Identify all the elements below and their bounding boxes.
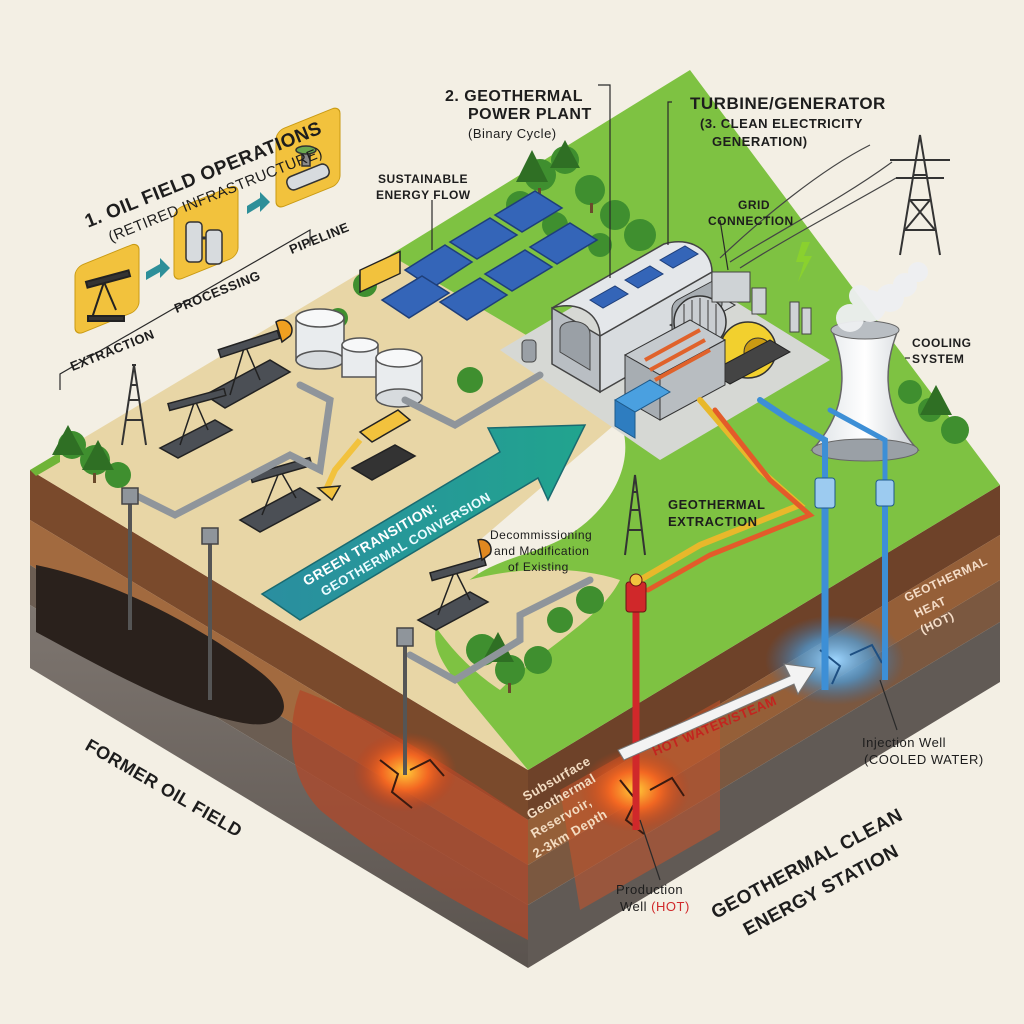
- solar-panel: [483, 249, 554, 292]
- cooling-label-2: SYSTEM: [912, 352, 965, 366]
- grid-label-1: GRID: [738, 198, 770, 212]
- solar-panel: [438, 277, 509, 321]
- production-hot-tag: (HOT): [651, 899, 690, 914]
- lightning-icon: [796, 242, 812, 282]
- oil-derrick: [624, 474, 646, 556]
- oil-derrick: [121, 364, 147, 446]
- production-well-word: Well: [620, 899, 648, 914]
- geothermal-pipes: [637, 397, 888, 593]
- pumpjack: [158, 387, 234, 459]
- transformers: [711, 271, 812, 335]
- power-plant-title-2: POWER PLANT: [468, 106, 592, 123]
- pumpjack: [238, 456, 322, 533]
- decommissioning-label-3: of Existing: [508, 560, 569, 574]
- transition-arrow: [260, 424, 587, 621]
- hot-water-arrow: [617, 663, 816, 761]
- cold-pipe: [757, 397, 828, 493]
- transmission-tower: [890, 134, 950, 256]
- oil-ops-icon-row: [74, 107, 341, 334]
- cooling-tower: [810, 262, 928, 462]
- oil-pipelines: [131, 371, 594, 685]
- turbine-subtitle-1: (3. CLEAN ELECTRICITY: [700, 116, 863, 131]
- injection-well-label: Injection Well: [862, 735, 947, 750]
- right-face-bedrock: [528, 622, 1000, 968]
- decommissioning-label-1: Decommissioning: [490, 528, 593, 542]
- solar-array: [380, 190, 599, 321]
- old-well-casing: [128, 500, 407, 775]
- turbine-subtitle-2: GENERATION): [712, 134, 808, 149]
- production-well: [625, 573, 647, 830]
- hot-pipe-red: [645, 407, 815, 593]
- steam-plume: [836, 262, 928, 332]
- cold-pipe-2: [827, 407, 888, 493]
- oil-field-equipment: [121, 250, 646, 775]
- arrow-right-icon: [146, 258, 170, 280]
- heat-exchanger: [614, 319, 727, 439]
- storage-tank: [295, 308, 345, 370]
- excavator: [316, 250, 417, 502]
- oil-deposit: [36, 565, 284, 725]
- processing-icon-box: [173, 185, 239, 280]
- geothermal-extraction-1: GEOTHERMAL: [668, 497, 766, 512]
- reservoir-zone: [291, 690, 528, 940]
- grid-label-2: CONNECTION: [708, 214, 794, 228]
- grass-edge-left: [30, 452, 60, 476]
- production-well-label: Production: [616, 882, 684, 897]
- geothermal-extraction-2: EXTRACTION: [668, 514, 758, 529]
- sustainable-label-2: ENERGY FLOW: [376, 188, 471, 202]
- injection-well: [814, 477, 895, 690]
- arrow-right-icon: [247, 192, 270, 214]
- power-plant: [521, 241, 812, 439]
- power-plant-subtitle: (Binary Cycle): [468, 126, 557, 141]
- left-face-bedrock: [30, 605, 528, 968]
- pipeline-icon-box: [275, 107, 341, 208]
- injection-well-sublabel: (COOLED WATER): [864, 752, 984, 767]
- storage-tank: [341, 337, 379, 378]
- power-plant-title-1: 2. GEOTHERMAL: [445, 88, 584, 105]
- processing-tanks-icon: [185, 221, 223, 265]
- solar-panel: [493, 190, 564, 233]
- pumpjack-icon: [84, 269, 132, 322]
- leader-lines: [59, 84, 910, 881]
- sustainable-label-1: SUSTAINABLE: [378, 172, 468, 186]
- generator: [708, 321, 792, 385]
- turbine-title: TURBINE/GENERATOR: [690, 94, 886, 113]
- power-lines: [719, 144, 897, 269]
- solar-panel: [380, 275, 451, 319]
- production-well-sublabel: Well (HOT): [620, 899, 690, 914]
- solar-panel: [528, 222, 599, 265]
- cooling-label-1: COOLING: [912, 336, 972, 350]
- storage-tank: [375, 348, 423, 408]
- decommissioning-label-2: and Modification: [494, 544, 590, 558]
- pumpjack-decommissioning: [416, 538, 492, 631]
- pipeline-valve-icon: [286, 145, 330, 191]
- solar-panel: [448, 217, 519, 260]
- extraction-icon-box: [74, 243, 140, 334]
